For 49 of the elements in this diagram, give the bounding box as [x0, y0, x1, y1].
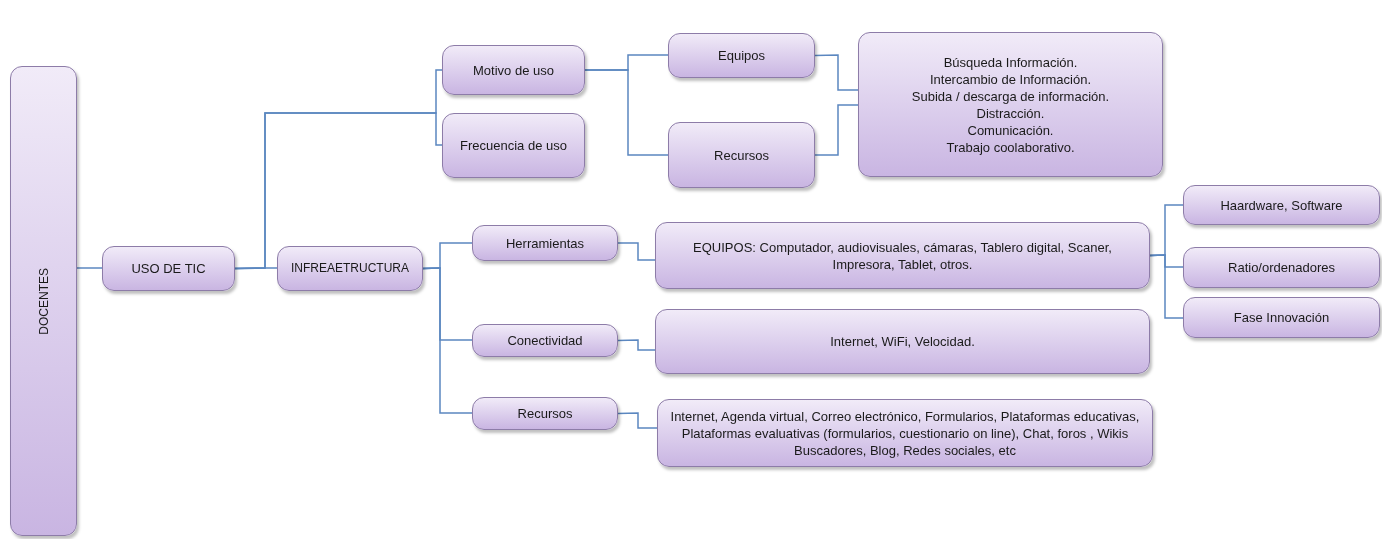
rounded-box — [472, 397, 618, 430]
connector-line — [814, 54, 859, 91]
rounded-box — [655, 222, 1150, 289]
node-text: Distracción. — [976, 104, 1045, 122]
connector-line — [422, 267, 473, 414]
rounded-box — [1183, 297, 1380, 338]
rounded-box — [442, 113, 585, 178]
node-text: Motivo de uso — [473, 61, 554, 79]
rounded-box — [657, 399, 1153, 467]
rounded-box — [277, 246, 423, 291]
node-text: Comunicación. — [967, 121, 1054, 139]
node-text: Herramientas — [506, 234, 584, 252]
node-text: Frecuencia de uso — [460, 137, 567, 154]
rounded-box — [1183, 247, 1380, 288]
node-text: Recursos — [714, 146, 769, 164]
node-text: Ratio/ordenadores — [1228, 259, 1335, 276]
connector-line — [76, 267, 103, 269]
node-text: Haardware, Software — [1220, 196, 1343, 214]
connector-line — [617, 242, 656, 261]
rounded-box — [668, 122, 815, 188]
node-text: Equipos — [718, 47, 765, 64]
node-text: EQUIPOS: Computador, audiovisuales, cámaras, Tablero digital, Scaner, Impresora, Tablet, otros. — [692, 238, 1113, 273]
rounded-box — [655, 309, 1150, 374]
rounded-box — [102, 246, 235, 291]
rounded-box — [442, 45, 585, 95]
node-text: USO DE TIC — [131, 260, 206, 277]
node-text: DOCENTES — [35, 267, 52, 335]
rounded-box — [668, 33, 815, 78]
node-text: Búsqueda Información. — [943, 53, 1078, 71]
rounded-box — [472, 225, 618, 261]
rounded-box — [858, 32, 1163, 177]
rounded-box — [1183, 185, 1380, 225]
node-text: Fase Innovación — [1233, 309, 1330, 326]
connector-line — [617, 339, 656, 351]
node-text: Trabajo coolaborativo. — [946, 138, 1075, 156]
node-text: Intercambio de Información. — [929, 70, 1092, 88]
node-text: Internet, WiFi, Velocidad. — [830, 333, 975, 350]
node-text: Internet, Agenda virtual, Correo electrónico, Formularios, Plataformas educativas, Plataformas evaluativas (formularios, cuestionario on line), Chat, foros , Wikis Buscadores, Blog, Redes sociales, etc — [669, 407, 1141, 459]
node-text: Subida / descarga de información. — [911, 87, 1110, 105]
connector-line — [234, 112, 443, 270]
node-text: Conectividad — [507, 332, 583, 349]
rounded-box — [10, 66, 77, 536]
connector-line — [584, 69, 669, 156]
rounded-box — [472, 324, 618, 357]
connector-line — [617, 412, 658, 429]
node-text: Recursos — [517, 405, 573, 422]
node-text: INFREAETRUCTURA — [291, 260, 409, 277]
connector-line — [814, 104, 859, 156]
connector-line — [1149, 254, 1184, 319]
